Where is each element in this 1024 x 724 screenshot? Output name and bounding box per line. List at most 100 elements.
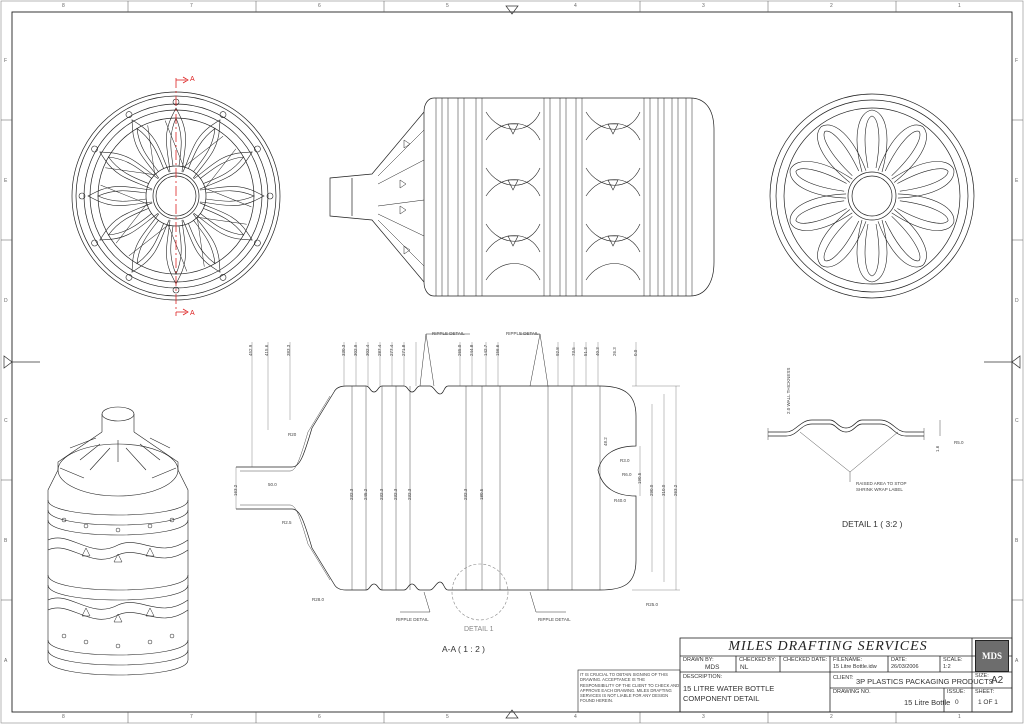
raised-area-note: RAISED AREA TO STOP SHRINK WRAP LABEL	[856, 481, 907, 492]
dim-label: 190.5	[637, 472, 642, 484]
dim-label: 48.2	[603, 437, 608, 446]
col-label: 4	[574, 3, 577, 9]
dim-label: R6.0	[622, 472, 632, 477]
dim-label: 310.0	[661, 484, 666, 496]
row-label: F	[4, 58, 8, 64]
col-label: 5	[446, 714, 449, 720]
dim-label: 383.3	[286, 344, 291, 356]
filename-label: FILENAME:	[833, 657, 863, 663]
row-label: E	[1015, 178, 1019, 184]
dim-label: 287.4	[377, 344, 382, 356]
description-label: DESCRIPTION:	[683, 674, 723, 680]
row-label: A	[1015, 658, 1019, 664]
dim-label: R28.0	[312, 597, 325, 602]
col-label: 7	[190, 714, 193, 720]
dim-label: 26.3	[612, 347, 617, 356]
client-label: CLIENT:	[833, 675, 854, 681]
centering-marks	[3, 5, 1021, 719]
wave-pattern-right	[585, 111, 641, 281]
col-label: 1	[958, 714, 961, 720]
dim-label: 232.3	[379, 488, 384, 500]
section-line-a-a	[175, 76, 189, 316]
col-label: 8	[62, 714, 65, 720]
col-label: 3	[702, 714, 705, 720]
dim-label: 265.0	[457, 344, 462, 356]
detail-1-circle	[451, 563, 509, 621]
dim-label: 302.9	[353, 344, 358, 356]
col-label: 2	[830, 3, 833, 9]
section-view-label: A-A ( 1 : 2 )	[442, 644, 485, 654]
row-label: E	[4, 178, 8, 184]
filename-value: 15 Litre Bottle.idw	[833, 664, 877, 670]
dim-label: 232.3	[349, 488, 354, 500]
issue-value: 0	[955, 699, 959, 706]
row-label: C	[4, 418, 8, 424]
col-label: 6	[318, 714, 321, 720]
col-label: 8	[62, 3, 65, 9]
col-label: 5	[446, 3, 449, 9]
dim-label: 92.8	[555, 347, 560, 356]
row-label: D	[4, 298, 8, 304]
end-view-top	[769, 93, 975, 299]
dim-label: 330.3	[341, 344, 346, 356]
ripple-detail-callout: RIPPLE DETAIL	[538, 617, 571, 622]
dim-label: 51.3	[583, 347, 588, 356]
isometric-view	[47, 406, 189, 676]
sheet-label: SHEET:	[975, 689, 995, 695]
col-label: 3	[702, 3, 705, 9]
dim-label: 0.0	[633, 349, 638, 356]
company-logo: MDS	[975, 640, 1009, 672]
dim-label: 163.2	[233, 484, 238, 496]
client-value: 3P PLASTICS PACKAGING PRODUCTS	[856, 677, 994, 686]
dim-label: 40.3	[595, 347, 600, 356]
wave-pattern-left	[485, 111, 541, 281]
detail-1-view	[767, 419, 941, 482]
size-label: SIZE:	[975, 673, 989, 679]
dim-label: R3.0	[620, 458, 630, 463]
title-block	[577, 637, 1013, 713]
dim-label: 244.8	[469, 344, 474, 356]
dim-label: 73.5	[571, 347, 576, 356]
row-label: B	[1015, 538, 1019, 544]
dim-label: 263.2	[673, 484, 678, 496]
drawn-by-value: MDS	[705, 664, 720, 671]
ripple-detail-callout: RIPPLE DETAIL	[432, 331, 465, 336]
dim-label: R2.5	[282, 520, 292, 525]
dim-label: 271.8	[401, 344, 406, 356]
issue-label: ISSUE:	[947, 689, 966, 695]
date-value: 26/03/2006	[891, 664, 919, 670]
row-label: D	[1015, 298, 1019, 304]
col-label: 7	[190, 3, 193, 9]
section-marker-top: A	[190, 76, 195, 83]
row-label: A	[4, 658, 8, 664]
dim-label: 290.0	[649, 484, 654, 496]
col-label: 1	[958, 3, 961, 9]
scale-label: SCALE:	[943, 657, 963, 663]
drawn-by-label: DRAWN BY:	[683, 657, 714, 663]
dim-label: 1.6	[935, 445, 940, 452]
dim-label: 232.3	[407, 488, 412, 500]
checked-date-label: CHECKED DATE:	[783, 657, 828, 663]
date-label: DATE:	[891, 657, 907, 663]
side-view	[329, 97, 715, 297]
drawing-no-label: DRAWING NO.	[833, 689, 871, 695]
dim-label: 232.3	[393, 488, 398, 500]
detail-view-label: DETAIL 1 ( 3:2 )	[842, 519, 903, 529]
ripple-detail-callout: RIPPLE DETAIL	[396, 617, 429, 622]
dim-label: 156.6	[495, 344, 500, 356]
dim-label: 302.4	[365, 344, 370, 356]
checked-by-value: NL	[740, 664, 749, 671]
scale-value: 1:2	[943, 664, 951, 670]
dim-label: R5.0	[954, 440, 964, 445]
description-line-2: COMPONENT DETAIL	[683, 694, 760, 703]
company-name: MILES DRAFTING SERVICES	[728, 639, 928, 654]
dim-label: R25.0	[646, 602, 659, 607]
row-label: F	[1015, 58, 1019, 64]
dim-label: 180.5	[479, 488, 484, 500]
checked-by-label: CHECKED BY:	[739, 657, 776, 663]
dim-label: 415.6	[264, 344, 269, 356]
sheet-value: 1 OF 1	[978, 699, 998, 706]
